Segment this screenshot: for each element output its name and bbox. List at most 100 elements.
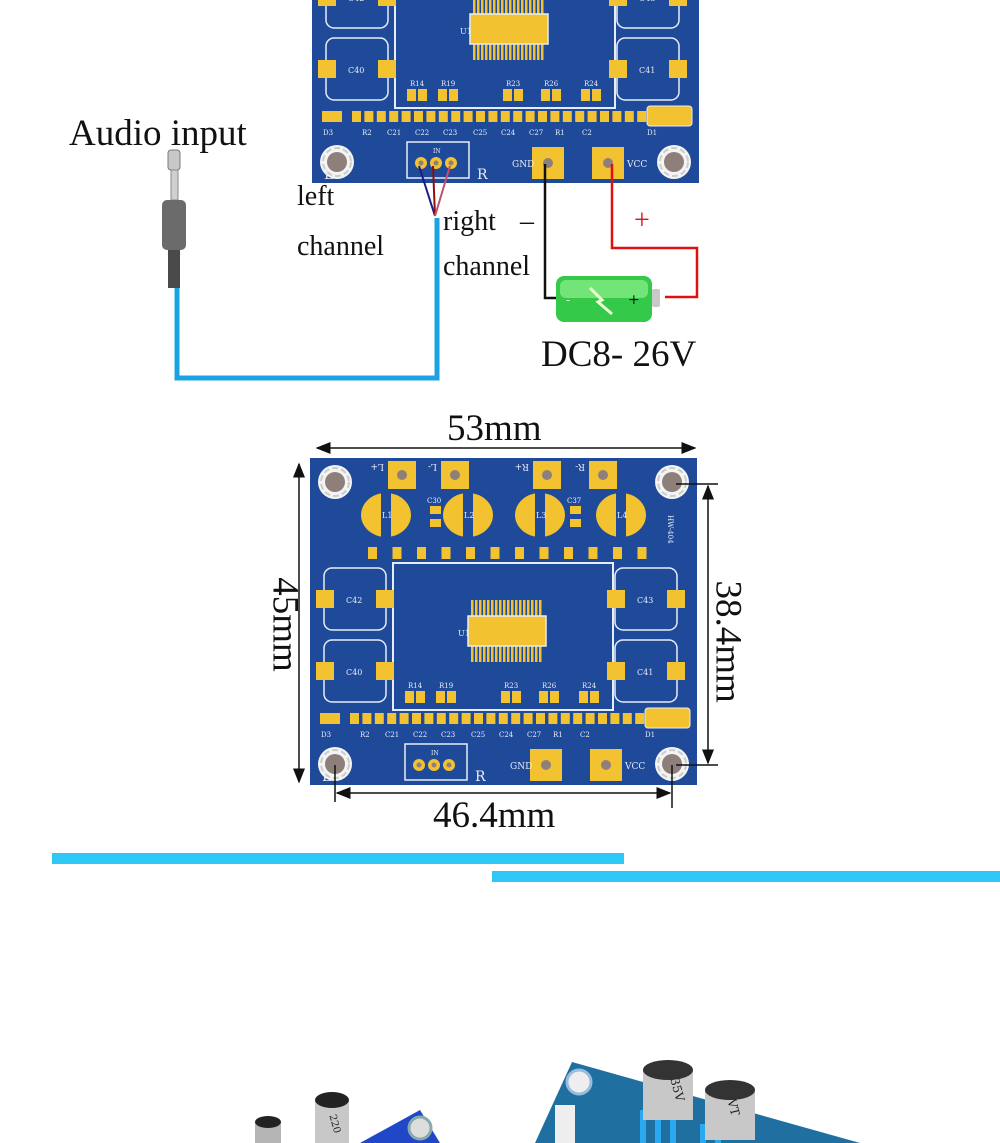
smd-pad [414,111,423,122]
smd-pad [613,547,622,559]
pcb-board-top: L+L-R+R-L1L2L3L4C30C37HW-404U1C42C40C43C… [312,0,699,183]
side-cap-label: C41 [639,66,655,75]
smd-pad [486,713,496,724]
pad-hole [598,470,608,480]
resistor-pad [514,89,523,101]
left-label: left [297,181,335,212]
side-cap-pad [318,60,336,78]
power-label: DC8- 26V [541,334,697,375]
smd-pad [441,547,451,559]
chip-pad [467,615,547,647]
resistor-label: R24 [582,682,597,690]
side-cap-pad [316,662,334,680]
smd-pad [637,547,647,559]
cap-pad [430,519,441,527]
side-cap-pad [607,662,625,680]
side-cap-pad [667,590,685,608]
height-label: 45mm [264,577,306,672]
chip-label: U1 [458,629,470,638]
connector-label: IN [431,750,439,757]
side-cap-pad [669,60,687,78]
row-label: D3 [321,731,331,739]
inductor-label: L3 [536,511,546,520]
board-photo-right [535,1062,860,1143]
accent-bar-left [52,853,624,864]
smd-pad [451,111,461,122]
row-label: C25 [471,731,485,739]
mounting-hole-center [662,754,682,774]
right-channel-label: channel [443,251,531,282]
inductor-label: L1 [382,511,392,520]
inductor-gap [535,493,545,537]
right-channel-mark: R [475,769,486,785]
row-label: R1 [553,731,563,739]
resistor-pad [552,89,561,101]
row-label: C23 [441,731,455,739]
resistor-pad [438,89,447,101]
width-label: 53mm [447,408,542,449]
smd-pad [523,713,533,724]
pad-hole [450,470,460,480]
smd-pad [588,547,598,559]
resistor-pad [541,89,550,101]
dimension-lines [293,442,718,808]
resistor-label: R24 [584,80,599,88]
side-cap-pad [667,662,685,680]
mounting-hole-ring [657,467,687,497]
side-cap-pad [669,0,687,6]
plus-label: + [634,205,650,236]
connector-pin-hole [418,160,424,166]
mounting-hole-center [664,152,684,172]
audio-cable [174,218,440,381]
inductor-label: L2 [464,511,474,520]
row-label: C22 [415,129,429,137]
smd-pad [536,713,545,724]
resistor-pad [579,691,588,703]
smd-pad [476,111,485,122]
side-cap-pad [376,662,394,680]
side-cap-pad [609,60,627,78]
smd-pad [637,111,647,122]
capacitor-photo-3: 35V [643,1060,693,1120]
smd-pad [389,111,399,122]
resistor-label: R23 [504,682,518,690]
row-label: C21 [387,129,401,137]
resistor-label: R19 [441,80,455,88]
cap-value: 220 [327,1113,343,1134]
mounting-hole-center [662,472,682,492]
left-wire [418,165,436,217]
pad-label: R- [575,461,585,471]
side-cap-outline [325,0,389,29]
model-label: HW-404 [666,515,674,544]
connector-pin-hole [433,160,439,166]
diode-pad [322,111,342,122]
row-label: C27 [529,129,543,137]
side-cap-pad [376,590,394,608]
smd-pad [587,111,597,122]
cap-pad [570,519,581,527]
diode-pad [320,713,340,724]
smd-pad [436,713,446,724]
smd-pad [600,111,609,122]
smd-pad [350,713,359,724]
cap-voltage: 35V [667,1076,687,1103]
inductor-gap [616,493,626,537]
row-label: R2 [362,129,372,137]
row-label: D3 [323,129,333,137]
smd-pad [417,547,426,559]
mounting-hole-ring [322,147,352,177]
smd-pad [399,713,409,724]
smd-pad [466,547,475,559]
cap-pad [570,506,581,514]
smd-pad [438,111,448,122]
svg-text:-: - [566,293,570,307]
smd-pad [352,111,361,122]
smd-pad [525,111,535,122]
resistor-pad [447,691,456,703]
capacitor-photo-4: VT [705,1080,755,1140]
vcc-label: VCC [626,160,647,170]
smd-pad [560,713,570,724]
capacitor-photo-2: 220 [315,1092,349,1143]
chip-outline [394,0,616,109]
